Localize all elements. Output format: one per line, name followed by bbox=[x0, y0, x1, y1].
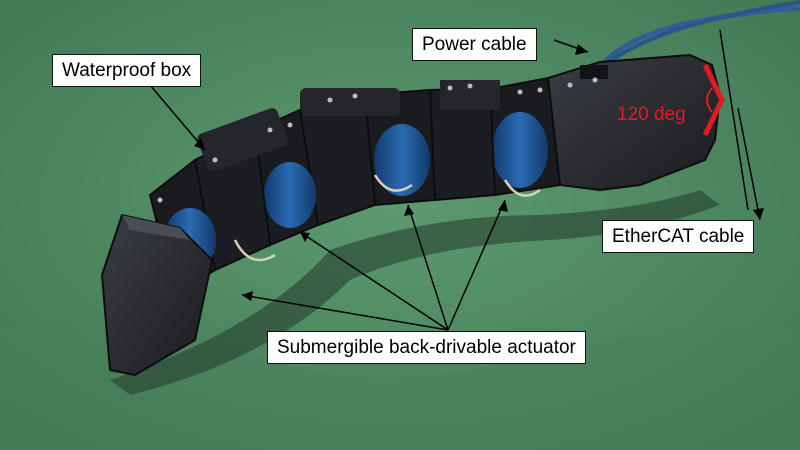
callout-arrows bbox=[149, 29, 761, 331]
angle-arc-icon bbox=[706, 87, 713, 113]
wire-2 bbox=[373, 174, 413, 192]
angle-label: 120 deg bbox=[617, 104, 686, 125]
ethercat-cable-wire bbox=[588, 0, 800, 77]
tail-connector bbox=[580, 65, 608, 79]
actuator-1 bbox=[492, 112, 548, 188]
actuator-3 bbox=[264, 162, 316, 228]
power-cable bbox=[595, 5, 800, 72]
angle-mark-icon bbox=[702, 63, 725, 137]
head-top bbox=[122, 215, 190, 240]
robot-shadow bbox=[110, 190, 720, 395]
wire-1 bbox=[233, 239, 276, 262]
bolts bbox=[157, 77, 598, 203]
ethercat-cable-label: EtherCAT cable bbox=[602, 220, 755, 253]
head-module bbox=[100, 213, 214, 377]
segment-4-plate bbox=[300, 88, 400, 116]
power-cable-label: Power cable bbox=[412, 28, 537, 61]
arrowheads-icon bbox=[194, 44, 764, 301]
wire-3 bbox=[503, 179, 541, 197]
actuator-label: Submergible back-drivable actuator bbox=[267, 331, 586, 364]
waterproof-box-label: Waterproof box bbox=[52, 54, 202, 87]
segment-6-plate bbox=[197, 108, 288, 172]
actuator-2 bbox=[374, 124, 430, 196]
